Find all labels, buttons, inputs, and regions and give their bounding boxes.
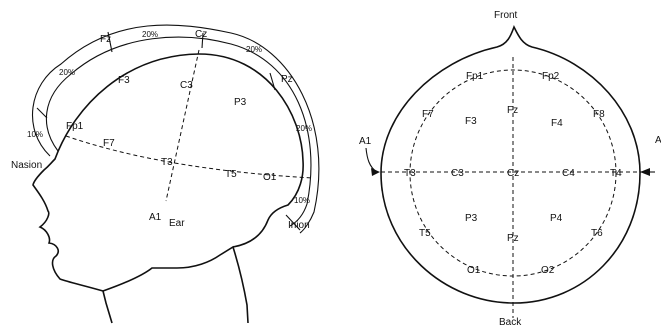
electrode-label-c3: C3	[451, 168, 464, 179]
electrode-label-fp2: Fp2	[542, 71, 560, 82]
electrode-label-t4: T4	[610, 168, 622, 179]
marker-tick	[107, 31, 113, 53]
percent-label: 20%	[246, 45, 262, 54]
electrode-label-t3: T3	[161, 157, 173, 168]
electrode-label-t3: T3	[404, 168, 416, 179]
electrode-label-f3: F3	[465, 116, 477, 127]
percent-label: 20%	[296, 124, 312, 133]
electrode-label-pz: Pz	[507, 233, 519, 244]
electrode-label-f7: F7	[422, 109, 434, 120]
electrode-label-fp1: Fp1	[466, 71, 484, 82]
electrode-label-t5: T5	[419, 228, 431, 239]
percent-label: 10%	[294, 196, 310, 205]
electrode-label-a1: A1	[149, 212, 162, 223]
electrode-label-p4: P4	[550, 213, 563, 224]
a2-label: A	[655, 135, 661, 146]
a1-arrowhead	[371, 168, 380, 176]
electrode-label-o1: O1	[263, 172, 277, 183]
marker-tick	[269, 72, 276, 91]
marker-tick	[201, 32, 204, 49]
landmark-label-ear: Ear	[169, 218, 185, 229]
marker-tick	[36, 107, 48, 119]
head-profile-outline	[32, 53, 304, 324]
electrode-label-t6: T6	[591, 228, 603, 239]
a1-label: A1	[359, 136, 372, 147]
electrode-label-fp1: Fp1	[66, 121, 84, 132]
front-label: Front	[494, 10, 518, 21]
electrode-label-c4: C4	[562, 168, 575, 179]
head-top-outline	[380, 25, 641, 304]
electrode-label-o1: O1	[467, 265, 481, 276]
percent-label: 20%	[59, 68, 75, 77]
electrode-label-o2: O2	[541, 265, 555, 276]
landmark-label-nasion: Nasion	[11, 160, 42, 171]
electrode-label-pz: Pz	[281, 74, 293, 85]
electrode-label-cz: Cz	[507, 168, 519, 179]
electrode-label-f8: F8	[593, 109, 605, 120]
percent-label: 10%	[27, 130, 43, 139]
percent-label: 20%	[142, 30, 158, 39]
electrode-label-f4: F4	[551, 118, 563, 129]
marker-tick	[285, 214, 301, 231]
side-view: 20% 20% 20% 10% 20% 10% Fz Cz Pz F3 C3 P…	[11, 24, 320, 324]
electrode-label-p3: P3	[234, 97, 247, 108]
electrode-label-f7: F7	[103, 138, 115, 149]
dashed-line-cz	[165, 49, 200, 202]
electrode-label-p3: P3	[465, 213, 478, 224]
a2-arrowhead	[640, 168, 650, 176]
measurement-arc-inner	[45, 36, 312, 227]
electrode-label-fz: Fz	[100, 34, 111, 45]
electrode-label-fz: Fz	[507, 105, 518, 116]
measurement-arc-outer	[31, 24, 320, 234]
electrode-label-cz: Cz	[195, 29, 207, 40]
electrode-label-c3: C3	[180, 80, 193, 91]
landmark-label-inion: Inion	[288, 220, 310, 231]
electrode-label-t5: T5	[225, 169, 237, 180]
top-view: Front Back A1 A Fp1 Fp2 F7 F3 Fz F4 F8 T…	[359, 10, 661, 328]
back-label: Back	[499, 317, 522, 328]
electrode-label-f3: F3	[118, 75, 130, 86]
dashed-line-horizontal	[65, 135, 313, 179]
